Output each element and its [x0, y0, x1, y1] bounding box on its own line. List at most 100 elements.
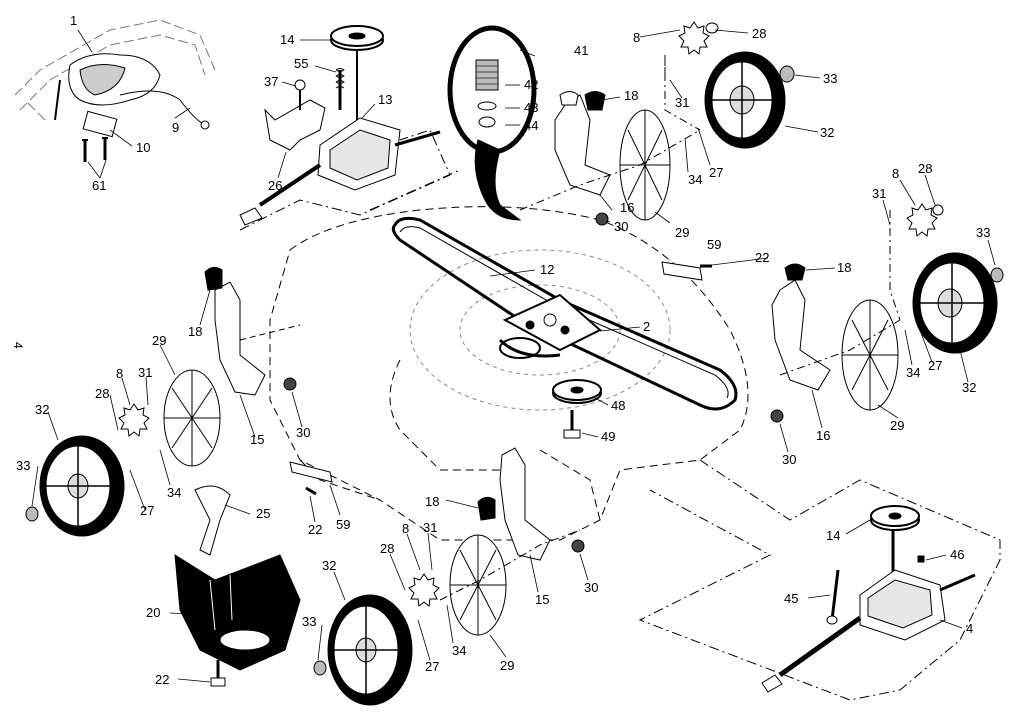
height-adjuster-top [554, 91, 611, 196]
callout-33-left: 33 [16, 458, 30, 473]
callout-28-right: 28 [918, 161, 932, 176]
transmission-top-leaders [277, 39, 376, 179]
chute-leaders [169, 484, 341, 683]
callout-28-left: 28 [95, 386, 109, 401]
callout-28-bottom: 28 [380, 541, 394, 556]
callout-8-top: 8 [633, 30, 640, 45]
callout-30-right: 30 [782, 452, 796, 467]
callout-59-right: 59 [707, 237, 721, 252]
callout-30-bottom: 30 [584, 580, 598, 595]
height-adjuster-right [771, 263, 831, 391]
top-right-dashes [519, 55, 701, 211]
callout-16-top: 16 [620, 200, 634, 215]
callout-32-left: 32 [35, 402, 49, 417]
hubcap-29-right [841, 299, 899, 411]
callout-29-bottom: 29 [500, 658, 514, 673]
callout-9: 9 [172, 120, 179, 135]
callout-32-right: 32 [962, 380, 976, 395]
callout-31-bottom: 31 [423, 520, 437, 535]
hubcap-29-top [619, 109, 671, 221]
callout-13: 13 [378, 92, 392, 107]
callout-37: 37 [264, 74, 278, 89]
nut-30-left [283, 377, 297, 391]
callout-42: 42 [524, 77, 538, 92]
callout-49: 49 [601, 429, 615, 444]
callout-45: 45 [784, 591, 798, 606]
wheel-bottom [313, 573, 440, 706]
callout-61: 61 [92, 178, 106, 193]
callout-33-top: 33 [823, 71, 837, 86]
rear-shield-20 [174, 554, 301, 671]
callout-8-bottom: 8 [402, 521, 409, 536]
hubcap-29-left [163, 369, 221, 467]
bracket-59-right [661, 261, 712, 281]
wheel-left [25, 403, 150, 537]
callout-8-left: 8 [116, 366, 123, 381]
callout-30-left: 30 [296, 425, 310, 440]
callout-18-bottom: 18 [425, 494, 439, 509]
callout-14-bottom: 14 [826, 528, 840, 543]
callout-27-bottom: 27 [425, 659, 439, 674]
callout-22-bottom: 22 [155, 672, 169, 687]
callout-33-right: 33 [976, 225, 990, 240]
callout-31-left: 31 [138, 365, 152, 380]
gear-8-right [906, 203, 938, 237]
bracket-59-left [289, 461, 333, 496]
height-adjuster-left [204, 266, 301, 396]
callout-29-right: 29 [890, 418, 904, 433]
callout-34-left: 34 [167, 485, 181, 500]
callout-22-right: 22 [755, 250, 769, 265]
bottom-leaders [317, 499, 589, 661]
transmission-bottom-leaders [807, 519, 963, 629]
callout-29-top: 29 [675, 225, 689, 240]
callout-31-right: 31 [872, 186, 886, 201]
detail-inset [447, 25, 537, 221]
deck-inner [409, 249, 671, 411]
wheel-top-right [664, 21, 795, 149]
wheel-right [906, 203, 1004, 354]
left-leaders [31, 289, 303, 511]
callout-2: 2 [643, 319, 650, 334]
callout-34-top: 34 [688, 172, 702, 187]
callout-43: 43 [524, 100, 538, 115]
callout-55: 55 [294, 56, 308, 71]
callout-32-bottom: 32 [322, 558, 336, 573]
callout-31-top: 31 [675, 95, 689, 110]
callout-46: 46 [950, 547, 964, 562]
callout-18-right: 18 [837, 260, 851, 275]
height-adjuster-bottom [477, 447, 551, 561]
deck-leaders [489, 269, 641, 438]
callout-25: 25 [256, 506, 270, 521]
right-dashes [779, 210, 901, 376]
page-marker: 4 [11, 342, 25, 349]
callout-10: 10 [136, 140, 150, 155]
callout-16-right: 16 [816, 428, 830, 443]
callout-20: 20 [146, 605, 160, 620]
callout-8-right: 8 [892, 166, 899, 181]
callout-14-top: 14 [280, 32, 294, 47]
gear-8-top [678, 21, 710, 55]
callout-33-bottom: 33 [302, 614, 316, 629]
callout-15-left: 15 [250, 432, 264, 447]
bracket-26 [264, 99, 326, 151]
callout-29-left: 29 [152, 333, 166, 348]
callout-18-top: 18 [624, 88, 638, 103]
callout-34-right: 34 [906, 365, 920, 380]
blade-adapter [498, 293, 602, 359]
callout-27-right: 27 [928, 358, 942, 373]
gear-8-bottom [408, 573, 440, 607]
transmission-top [239, 25, 441, 226]
spring-55 [335, 68, 345, 89]
transmission-bottom [761, 505, 976, 693]
callout-26: 26 [268, 178, 282, 193]
transmission-bottom-dashes [638, 459, 1001, 701]
callout-15-bottom: 15 [535, 592, 549, 607]
nut-30-top [595, 212, 609, 226]
callout-4: 4 [966, 621, 973, 636]
bolt-49 [563, 410, 581, 439]
callout-44: 44 [524, 118, 538, 133]
handle-assembly [14, 19, 216, 162]
deflector-25 [194, 485, 231, 556]
bottom-dashes [439, 529, 581, 601]
